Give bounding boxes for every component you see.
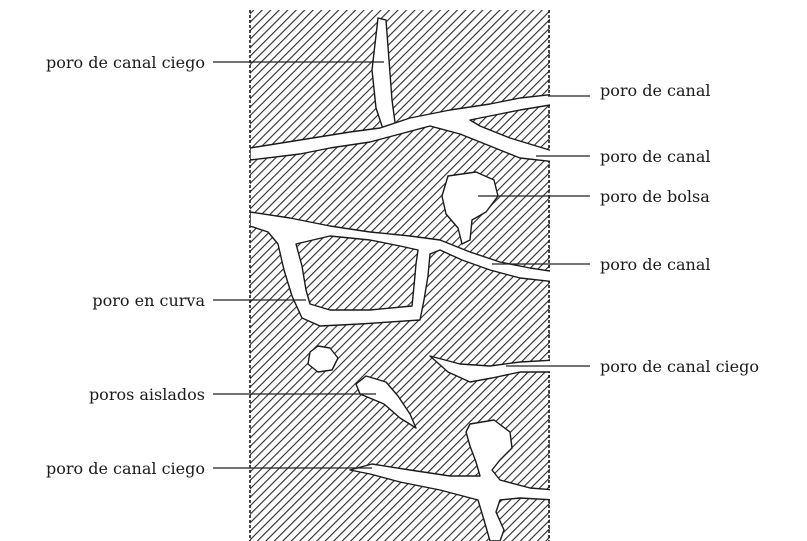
label-channel-2: poro de canal xyxy=(600,147,711,166)
label-blind-channel-top: poro de canal ciego xyxy=(46,53,205,72)
label-blind-channel-bottom: poro de canal ciego xyxy=(46,459,205,478)
left-labels: poro de canal ciego poro en curva poros … xyxy=(46,53,205,478)
label-channel-1: poro de canal xyxy=(600,81,711,100)
label-isolated-pores: poros aislados xyxy=(89,385,205,404)
label-blind-channel-right: poro de canal ciego xyxy=(600,357,759,376)
right-labels: poro de canal poro de canal poro de bols… xyxy=(600,81,759,376)
label-channel-3: poro de canal xyxy=(600,255,711,274)
label-curve-pore: poro en curva xyxy=(92,291,205,310)
label-pocket: poro de bolsa xyxy=(600,187,710,206)
